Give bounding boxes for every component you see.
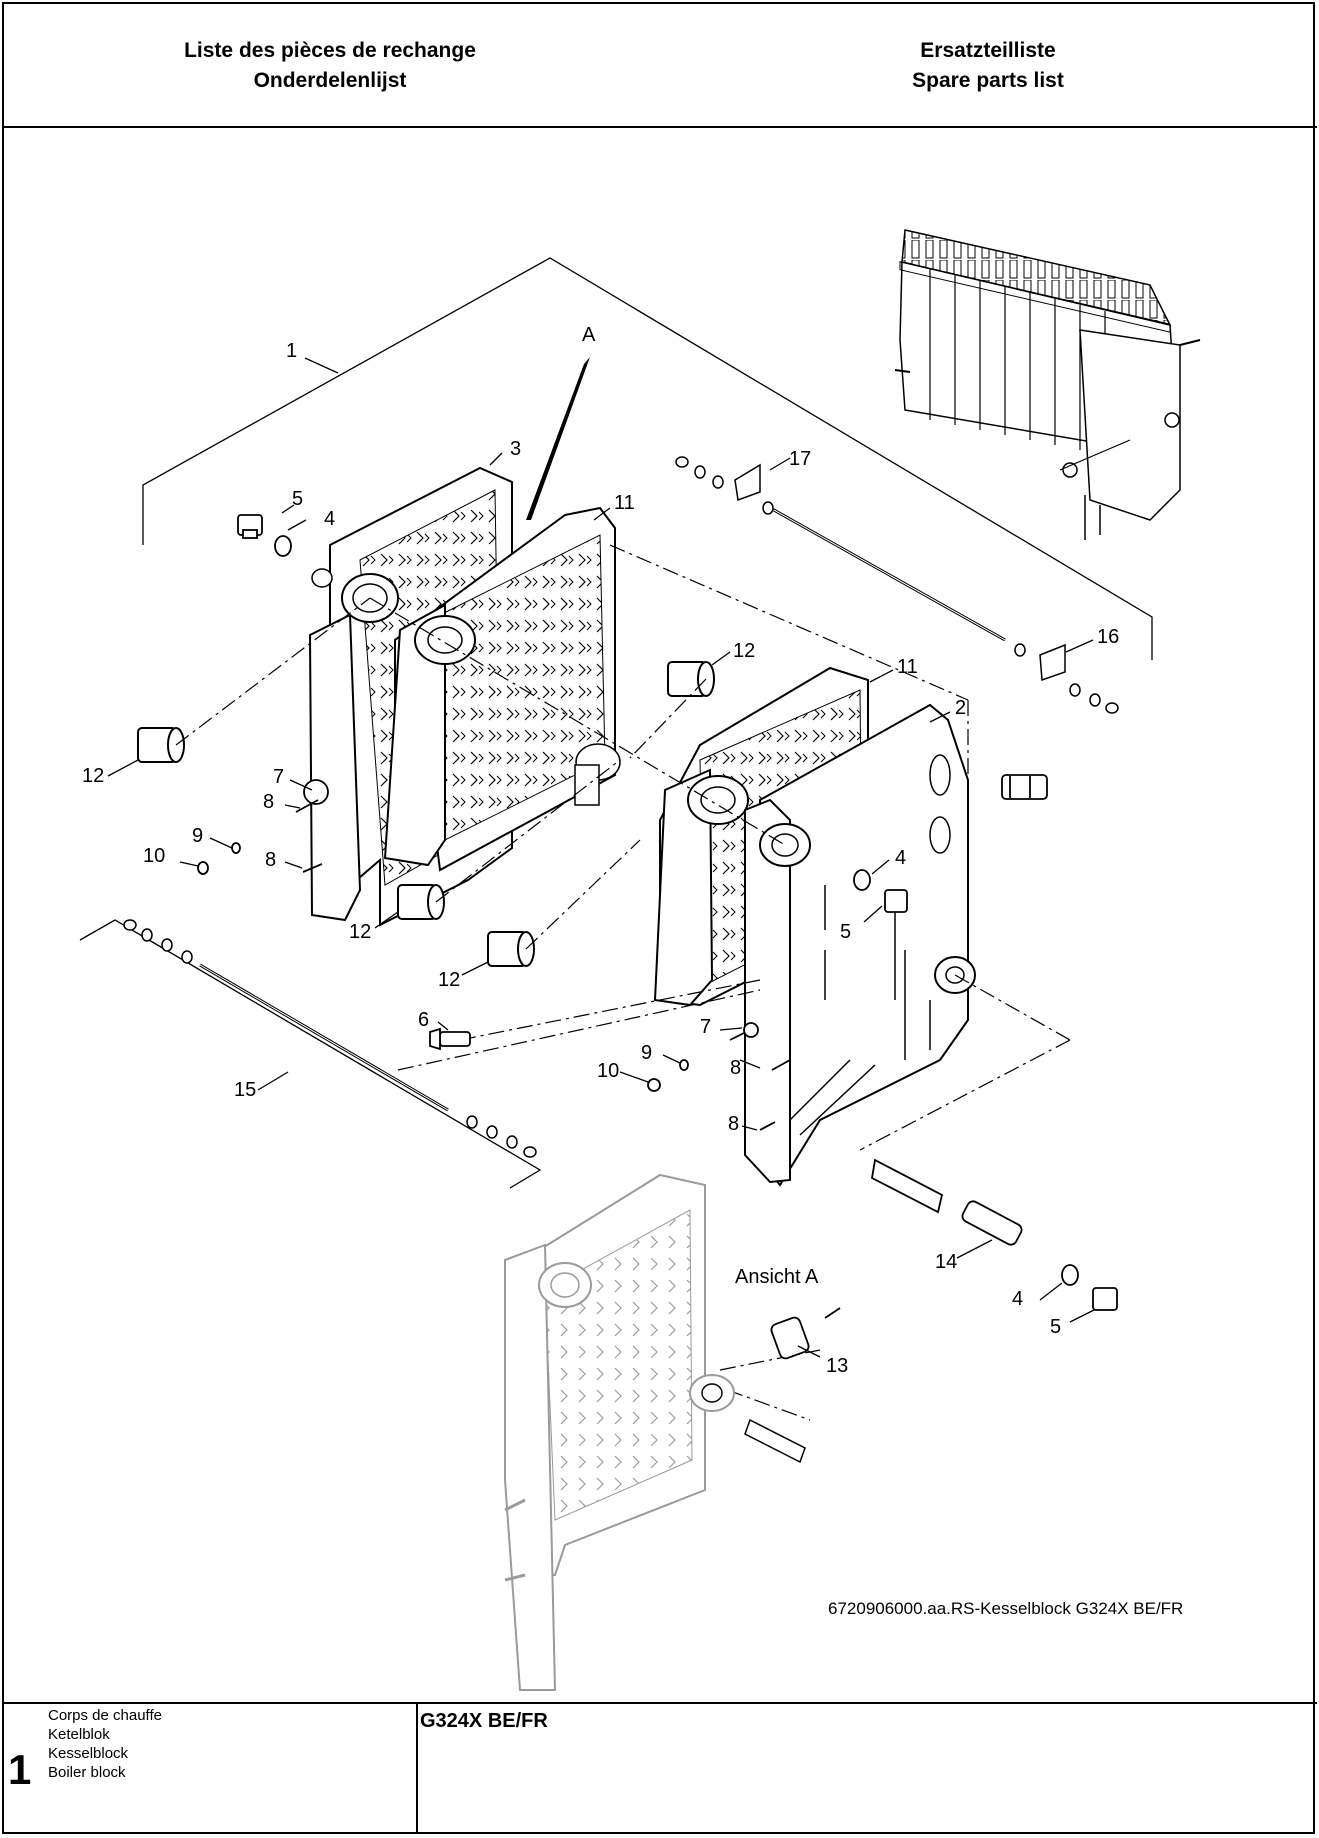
small-parts [197, 514, 1118, 1360]
description-nl: Ketelblok [48, 1726, 110, 1743]
callout-5-front: 5 [840, 921, 851, 943]
callout-8: 8 [263, 791, 274, 813]
tie-rod-upper [675, 456, 1119, 714]
description-de: Kesselblock [48, 1745, 129, 1762]
callout-8-d: 8 [728, 1113, 739, 1135]
header-title-en: Spare parts list [912, 69, 1064, 92]
callout-10: 10 [143, 845, 165, 867]
callout-7-front: 7 [700, 1016, 711, 1038]
description-en: Boiler block [48, 1764, 126, 1781]
model-name: G324X BE/FR [420, 1710, 548, 1732]
header-divider [2, 126, 1317, 128]
callout-5-view: 5 [1050, 1316, 1061, 1338]
nipples [137, 661, 715, 967]
tie-rod-bracket [79, 919, 542, 1189]
callout-10-front: 10 [597, 1060, 619, 1082]
callout-7: 7 [273, 766, 284, 788]
header-title-nl: Onderdelenlijst [253, 69, 407, 92]
callout-4: 4 [324, 508, 335, 530]
callout-12-d: 12 [438, 969, 460, 991]
end-section-front [744, 703, 976, 1187]
view-a-arrow [526, 357, 590, 520]
callout-labels: 1 2 3 4 4 4 5 5 5 6 7 7 8 8 8 8 9 9 10 1… [82, 324, 1183, 1618]
middle-section-rear [383, 506, 621, 872]
footer-column-divider [416, 1702, 418, 1834]
sheet-number: 1 [8, 1746, 32, 1793]
assembly-bracket [142, 257, 1153, 660]
callout-4-view: 4 [1012, 1288, 1023, 1310]
header-title-de: Ersatzteilliste [920, 39, 1056, 62]
callout-5: 5 [292, 488, 303, 510]
callout-12-b: 12 [82, 765, 104, 787]
view-a-section [504, 1173, 806, 1691]
callout-8-b: 8 [265, 849, 276, 871]
description-fr: Corps de chauffe [48, 1707, 162, 1724]
callout-9: 9 [192, 825, 203, 847]
callout-9-front: 9 [641, 1042, 652, 1064]
callout-14: 14 [935, 1251, 957, 1273]
callout-12: 12 [733, 640, 755, 662]
view-a-title: Ansicht A [735, 1266, 819, 1288]
view-a-label: A [582, 324, 596, 346]
leader-lines [107, 357, 1095, 1358]
header-title-fr: Liste des pièces de rechange [184, 39, 476, 62]
drawing-reference: 6720906000.aa.RS-Kesselblock G324X BE/FR [828, 1599, 1183, 1618]
footer-divider [2, 1702, 1317, 1704]
callout-11: 11 [614, 492, 635, 514]
callout-16: 16 [1097, 626, 1119, 648]
callout-11-front: 11 [897, 656, 918, 678]
assembled-boiler-block [894, 229, 1201, 540]
callout-13: 13 [826, 1355, 848, 1377]
callout-17: 17 [789, 448, 811, 470]
callout-2: 2 [955, 697, 966, 719]
assembly-axes [175, 544, 1071, 1421]
callout-12-c: 12 [349, 921, 371, 943]
callout-1: 1 [286, 340, 297, 362]
callout-15: 15 [234, 1079, 256, 1101]
callout-3: 3 [510, 438, 521, 460]
callout-4-front: 4 [895, 847, 906, 869]
tie-rod-lower [123, 919, 537, 1158]
callout-8-c: 8 [730, 1057, 741, 1079]
callout-6: 6 [418, 1009, 429, 1031]
